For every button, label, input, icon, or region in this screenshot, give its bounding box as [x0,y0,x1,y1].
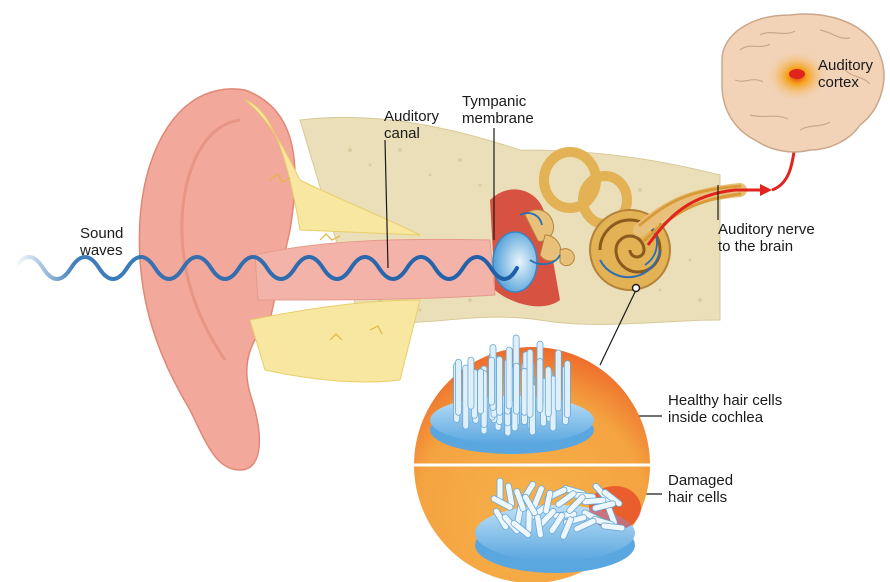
healthy-hair-cell [513,363,519,414]
healthy-hair-cell [497,356,503,415]
healthy-hair-cell [564,361,570,418]
healthy-hair-cell [527,349,533,417]
label-tympanic-membrane: Tympanic membrane [462,93,534,127]
healthy-hair-cell [521,368,527,415]
label-damaged-hair-cells: Damaged hair cells [668,472,733,506]
label-auditory-cortex: Auditory cortex [818,57,873,91]
nerve-signal-arrowhead-1 [760,184,772,196]
label-auditory-nerve: Auditory nerve to the brain [718,221,815,255]
healthy-hair-cell [455,359,461,415]
healthy-hair-cell [468,357,474,409]
healthy-hair-cell [506,347,512,409]
tympanic-membrane [493,232,537,292]
label-sound-waves: Sound waves [80,225,123,259]
auditory-cortex-spot [789,69,805,79]
healthy-hair-cell [555,350,561,411]
auditory-canal [255,239,495,300]
label-auditory-canal: Auditory canal [384,108,439,142]
healthy-hair-cell [545,367,551,417]
ear-cartilage-lower [250,300,420,382]
hair-cells-magnifier [414,335,650,582]
healthy-hair-cell [537,359,543,413]
label-healthy-hair-cells: Healthy hair cells inside cochlea [668,392,782,426]
cochlea-zoom-point [633,285,640,292]
healthy-hair-cell [478,369,484,414]
healthy-hair-cell [489,357,495,405]
